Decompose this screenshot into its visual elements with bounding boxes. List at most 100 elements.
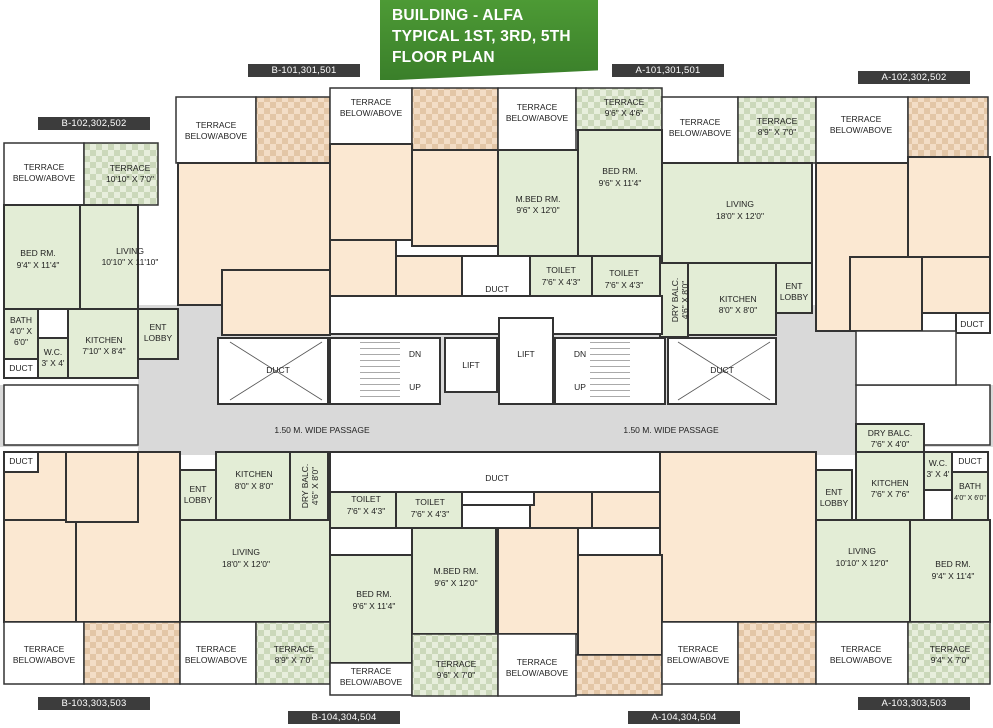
lbl-kitchen-dim: 8'0" X 8'0" — [235, 481, 274, 491]
bath-b102 — [3, 308, 39, 360]
lobby-b102 — [137, 308, 179, 360]
bed-a104-2 — [577, 554, 663, 656]
bed-b101-2 — [411, 149, 499, 247]
unit-tag-b103: B-103,303,503 — [38, 697, 150, 710]
lbl-terrace: TERRACE — [110, 163, 151, 173]
unit-tag-a101: A-101,301,501 — [612, 64, 724, 77]
terrace-a104-a — [497, 633, 577, 697]
lbl-below-above: BELOW/ABOVE — [506, 113, 569, 123]
lbl-below-above: BELOW/ABOVE — [13, 655, 76, 665]
drybalc-a103 — [855, 423, 925, 453]
lbl-terrace: TERRACE — [351, 666, 392, 676]
terrace-b101-checker — [255, 96, 331, 164]
lbl-dry-balc: DRY BALC. — [670, 278, 680, 323]
lbl-lobby: LOBBY — [144, 333, 173, 343]
lbl-mbed-rm: M.BED RM. — [434, 566, 479, 576]
lbl-toilet: TOILET — [415, 497, 445, 507]
room-labels: TERRACE BELOW/ABOVE TERRACE 10'10" X 7'0… — [9, 97, 986, 687]
lbl-terrace: TERRACE — [196, 644, 237, 654]
lbl-terrace-dim: 8'9" X 7'0" — [275, 655, 314, 665]
unit-tag-b101: B-101,301,501 — [248, 64, 360, 77]
lbl-lobby: LOBBY — [820, 498, 849, 508]
lbl-toilet-dim: 7'6" X 4'3" — [605, 280, 644, 290]
bath-a102 — [921, 256, 991, 314]
unit-a102 — [815, 96, 991, 386]
lbl-wc: W.C. — [929, 458, 947, 468]
stair-right-steps — [590, 340, 630, 402]
lbl-kitchen: KITCHEN — [235, 469, 272, 479]
lbl-terrace-dim: 9'4" X 7'0" — [931, 655, 970, 665]
living-a103 — [815, 519, 911, 623]
lobby-a101 — [775, 262, 813, 314]
lbl-terrace: TERRACE — [678, 644, 719, 654]
lbl-toilet: TOILET — [351, 494, 381, 504]
lbl-terrace: TERRACE — [604, 97, 645, 107]
duct-right-block — [667, 337, 777, 405]
lbl-terrace: TERRACE — [24, 162, 65, 172]
lbl-living-dim: 10'10" X 12'0" — [836, 558, 889, 568]
bottom-white-a102 — [855, 330, 957, 386]
stair-left-steps — [360, 340, 400, 402]
terrace-a101-checker — [575, 87, 663, 131]
lbl-kitchen-dim: 8'0" X 8'0" — [719, 305, 758, 315]
unit-a103 — [815, 423, 991, 685]
lbl-kitchen: KITCHEN — [85, 335, 122, 345]
lbl-duct: DUCT — [9, 456, 33, 466]
lbl-duct: DUCT — [9, 363, 33, 373]
unit-b101 — [175, 87, 499, 336]
kitchen-b101 — [221, 269, 331, 336]
lbl-living: LIVING — [726, 199, 754, 209]
kitchen-a101 — [687, 262, 777, 336]
lbl-kitchen-dim: 7'10" X 8'4" — [82, 346, 125, 356]
lbl-below-above: BELOW/ABOVE — [669, 128, 732, 138]
lbl-kitchen: KITCHEN — [871, 478, 908, 488]
bed-b101-1 — [329, 143, 413, 241]
unit-tag-b102: B-102,302,502 — [38, 117, 150, 130]
terrace-a104-checker — [575, 654, 663, 696]
lbl-bed-dim: 9'4" X 11'4" — [932, 571, 975, 581]
living-b102 — [79, 204, 139, 310]
bed-a104-1 — [497, 527, 579, 635]
unit-tag-a103: A-103,303,503 — [858, 697, 970, 710]
toilet-b104-2 — [395, 491, 463, 529]
corridor-core-top — [329, 295, 663, 335]
lbl-terrace: TERRACE — [757, 116, 798, 126]
unit-b104 — [179, 451, 499, 697]
lbl-bath: BATH — [959, 481, 981, 491]
duct-a102 — [955, 312, 991, 334]
lbl-below-above: BELOW/ABOVE — [667, 655, 730, 665]
lbl-living-dim: 18'0" X 12'0" — [222, 559, 270, 569]
drybalc-b104 — [289, 451, 329, 521]
lbl-ent: ENT — [786, 281, 803, 291]
corridor-core-bottom — [329, 451, 661, 493]
lbl-ent: ENT — [150, 322, 167, 332]
lbl-ent: ENT — [826, 487, 843, 497]
lbl-below-above: BELOW/ABOVE — [185, 655, 248, 665]
duct-right-x2 — [677, 341, 771, 401]
lbl-below-above: BELOW/ABOVE — [340, 677, 403, 687]
lbl-terrace: TERRACE — [930, 644, 971, 654]
lbl-bed-rm: BED RM. — [935, 559, 970, 569]
lbl-duct: DUCT — [485, 473, 509, 483]
terrace-a102-a — [815, 96, 909, 164]
bed-b104 — [329, 554, 413, 664]
title-banner: BUILDING - ALFA TYPICAL 1ST, 3RD, 5TH FL… — [380, 0, 598, 80]
unit-b103 — [3, 451, 217, 685]
lbl-bath-dim: 4'0" X 6'0" — [954, 495, 986, 502]
kitchen-b103 — [65, 451, 139, 523]
lbl-bed-rm: BED RM. — [20, 248, 55, 258]
lbl-bed-dim: 9'6" X 11'4" — [353, 601, 396, 611]
title-line-2: TYPICAL 1ST, 3RD, 5TH — [392, 28, 571, 45]
terrace-a103-a — [815, 621, 909, 685]
terrace-b104-a — [179, 621, 257, 685]
lbl-passage: 1.50 M. WIDE PASSAGE — [274, 425, 370, 435]
lbl-duct: DUCT — [485, 284, 509, 294]
lbl-ent: ENT — [190, 484, 207, 494]
lbl-mbed-dim: 9'6" X 12'0" — [516, 205, 559, 215]
bed-a101 — [577, 129, 663, 257]
toilet-a101-1 — [529, 255, 593, 297]
kitchen-a102 — [849, 256, 923, 332]
unit-tag-a104: A-104,304,504 — [628, 711, 740, 724]
lbl-drybalc-dim: 4'6" X 8'0" — [680, 281, 690, 320]
